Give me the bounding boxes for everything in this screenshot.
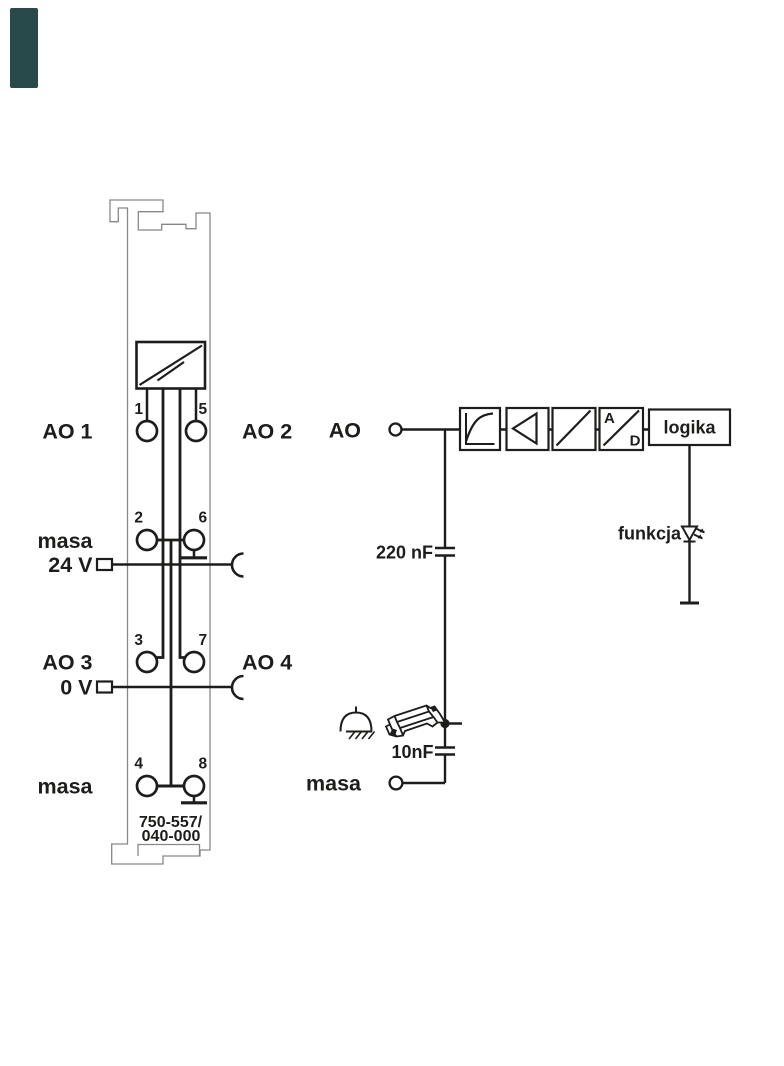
module-outline <box>109 199 211 865</box>
label-masa-terminal: masa <box>306 772 362 796</box>
module-wiring <box>95 388 244 805</box>
label-funkcja: funkcja <box>618 524 682 544</box>
clamp-point-1 <box>135 419 159 443</box>
led-icon <box>680 525 705 543</box>
label-ao1: AO 1 <box>42 420 92 444</box>
pin-number-1: 1 <box>134 401 143 418</box>
label-ao-input: AO <box>329 419 361 443</box>
label-10nf: 10nF <box>391 742 433 762</box>
supply-24v-plug-icon <box>95 557 114 572</box>
pin-number-3: 3 <box>134 632 143 649</box>
filter-block-icon <box>458 406 502 452</box>
clamp-arc-24v-icon <box>230 552 244 578</box>
ad-converter-block <box>598 406 645 452</box>
module-color-badge <box>10 8 38 88</box>
clamp-point-2 <box>135 528 159 552</box>
label-ao4: AO 4 <box>242 651 292 675</box>
label-ao2: AO 2 <box>242 420 292 444</box>
clamp-point-6 <box>182 528 206 552</box>
label-ad-d: D <box>630 433 641 450</box>
module-bottom-latch <box>137 843 201 856</box>
clamp-point-8 <box>182 774 206 798</box>
pin-number-2: 2 <box>134 510 143 527</box>
schematic-labels: AO 220 nF 10nF masa funkcja logika A D <box>306 410 716 796</box>
label-masa-top: masa <box>38 529 94 553</box>
pin-number-6: 6 <box>199 510 208 527</box>
signal-path-schematic <box>339 406 732 791</box>
ao-terminal <box>388 422 403 437</box>
amplifier-block-icon <box>505 406 550 452</box>
pin-number-5: 5 <box>199 401 208 418</box>
din-rail-icon <box>384 704 447 738</box>
supply-0v-plug-icon <box>95 680 114 694</box>
order-number-line2: 040-000 <box>142 828 201 845</box>
label-logika: logika <box>663 418 716 438</box>
clamp-point-5 <box>184 419 208 443</box>
capacitor-icon-220nf <box>435 546 455 557</box>
module-body-outline <box>109 199 211 865</box>
pin-numbers: 1 5 2 6 3 7 4 8 <box>134 401 207 773</box>
label-masa-bottom: masa <box>38 775 94 799</box>
pin-number-8: 8 <box>199 756 208 773</box>
label-ao3: AO 3 <box>42 651 92 675</box>
isolation-block-icon <box>551 406 597 452</box>
module-labels: AO 1 masa 24 V AO 3 0 V masa AO 2 AO 4 7… <box>38 420 293 846</box>
pin-number-4: 4 <box>134 756 143 773</box>
clamp-point-7 <box>182 650 206 674</box>
capacitor-icon-10nf <box>435 746 455 756</box>
isolation-transformer-icon <box>135 340 207 390</box>
label-220nf: 220 nF <box>376 543 433 563</box>
label-ad-a: A <box>604 410 615 427</box>
masa-terminal <box>388 775 404 791</box>
clamp-point-3 <box>135 650 159 674</box>
pin-number-7: 7 <box>199 632 208 649</box>
earth-ground-icon <box>339 706 376 740</box>
clamp-arc-0v-icon <box>230 674 244 701</box>
clamp-points <box>135 419 208 798</box>
label-24v: 24 V <box>48 553 93 577</box>
order-number-line1: 750-557/ <box>139 814 203 831</box>
label-0v: 0 V <box>60 676 93 700</box>
clamp-point-4 <box>135 774 159 798</box>
